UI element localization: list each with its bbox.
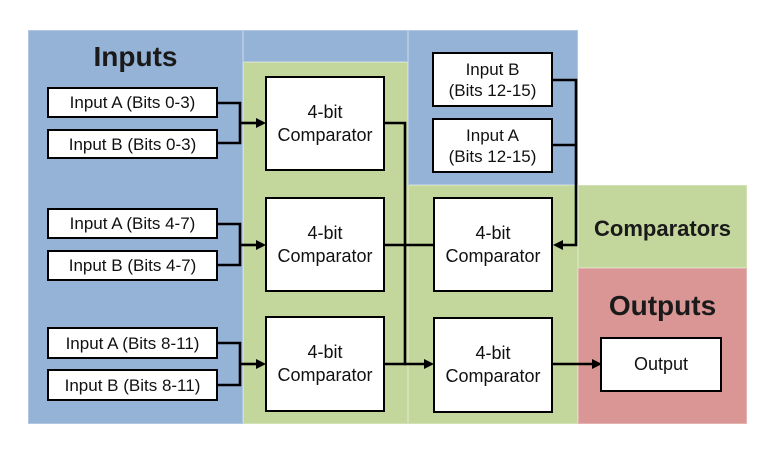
input-box-a-bits-4-7-label: Input A (Bits 4-7)	[69, 214, 196, 233]
input-box-b-bits-8-11: Input B (Bits 8-11)	[47, 369, 218, 401]
comparator-box-5-line2: Comparator	[445, 366, 541, 386]
comparator-box-4-line1: 4-bit	[475, 222, 511, 243]
comparator-box-1: 4-bit Comparator	[265, 76, 385, 171]
input-box-a-bits-0-3: Input A (Bits 0-3)	[47, 87, 218, 118]
comparator-box-5: 4-bit Comparator	[433, 317, 553, 413]
input-box-b-bits-8-11-label: Input B (Bits 8-11)	[64, 375, 201, 395]
input-box-a-bits-12-15-line1: Input A	[466, 125, 519, 145]
inputs-region-label: Inputs	[93, 41, 178, 72]
comparators-region-label: Comparators	[594, 216, 731, 241]
comparator-box-2: 4-bit Comparator	[265, 197, 385, 292]
comparator-box-4-line2: Comparator	[445, 245, 541, 266]
comparator-box-2-line2: Comparator	[277, 245, 373, 266]
comparator-box-1-line2: Comparator	[277, 124, 373, 145]
input-box-b-bits-12-15: Input B (Bits 12-15)	[432, 52, 553, 107]
input-box-b-bits-12-15-line2: (Bits 12-15)	[448, 80, 537, 100]
input-box-b-bits-12-15-line1: Input B	[465, 59, 520, 79]
output-box: Output	[600, 337, 722, 392]
input-box-a-bits-12-15: Input A (Bits 12-15)	[432, 118, 553, 173]
input-box-b-bits-4-7: Input B (Bits 4-7)	[47, 250, 218, 281]
input-box-b-bits-4-7-label: Input B (Bits 4-7)	[68, 256, 197, 275]
comparator-box-1-line1: 4-bit	[307, 101, 343, 122]
comparator-box-4: 4-bit Comparator	[433, 197, 553, 292]
input-box-a-bits-8-11-label: Input A (Bits 8-11)	[65, 333, 200, 353]
input-box-b-bits-0-3-label: Input B (Bits 0-3)	[68, 134, 197, 154]
inputs-region-top-band	[243, 30, 408, 62]
comparator-box-3-line2: Comparator	[277, 365, 373, 385]
input-box-b-bits-0-3: Input B (Bits 0-3)	[47, 129, 218, 159]
input-box-a-bits-0-3-label: Input A (Bits 0-3)	[69, 93, 196, 112]
comparators-region-right-panel	[578, 185, 747, 268]
comparator-box-5-line1: 4-bit	[475, 343, 511, 363]
comparator-box-3-line1: 4-bit	[307, 342, 343, 362]
input-box-a-bits-12-15-line2: (Bits 12-15)	[448, 146, 537, 166]
input-box-a-bits-4-7: Input A (Bits 4-7)	[47, 208, 218, 239]
comparator-box-3: 4-bit Comparator	[265, 316, 385, 412]
output-box-label: Output	[633, 354, 689, 374]
outputs-region-label: Outputs	[608, 290, 717, 321]
comparator-box-2-line1: 4-bit	[307, 222, 343, 243]
input-box-a-bits-8-11: Input A (Bits 8-11)	[47, 327, 218, 359]
